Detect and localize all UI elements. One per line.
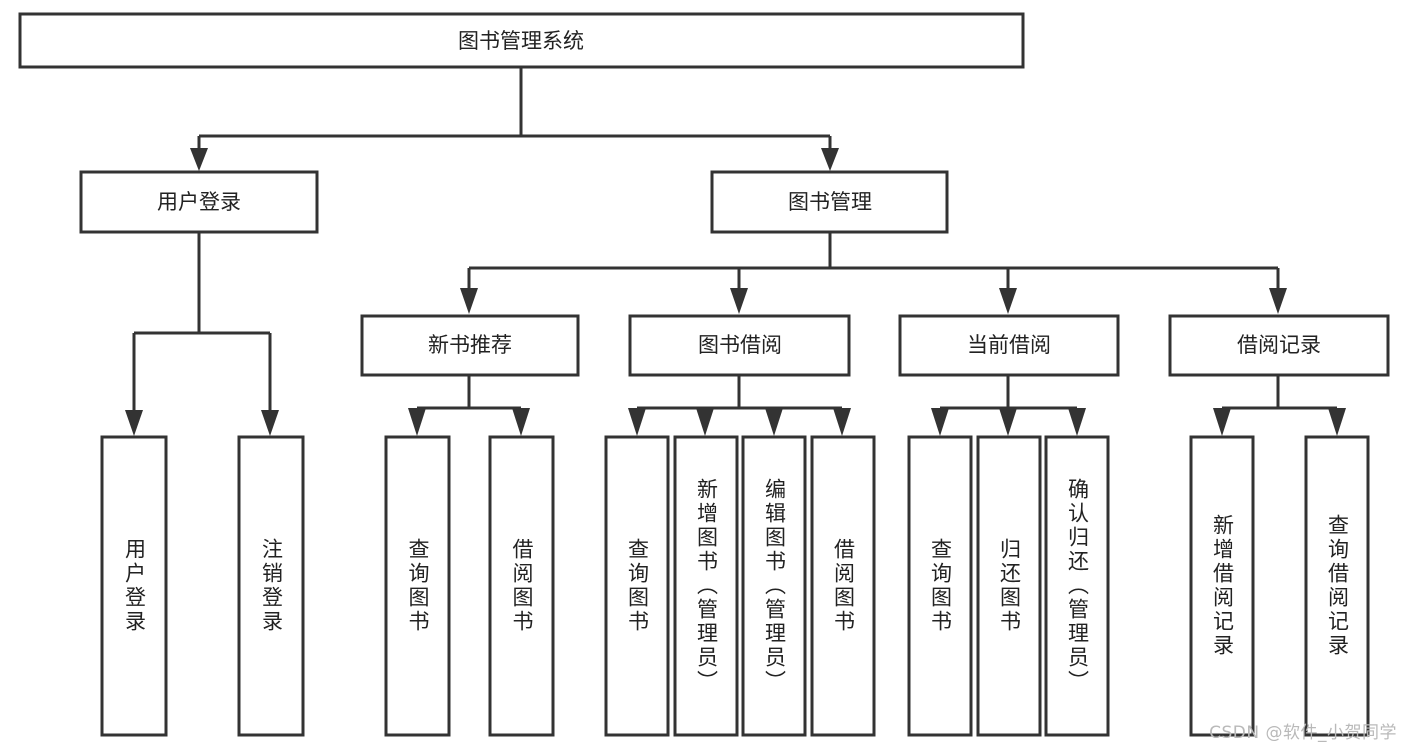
arrowhead-new-book bbox=[460, 288, 478, 314]
horizontal-label-group: 图书管理系统 用户登录 图书管理 新书推荐 图书借阅 当前借阅 借阅记录 bbox=[157, 29, 1321, 357]
label-user-login: 用户登录 bbox=[157, 190, 241, 214]
leaf-current-borrow-3[interactable] bbox=[1044, 435, 1110, 737]
node-user-login[interactable] bbox=[79, 170, 319, 234]
arrowhead-leaf-user-login bbox=[125, 410, 143, 436]
arrowhead-bookborrow-leaf-3 bbox=[765, 408, 783, 436]
node-book-borrow[interactable] bbox=[628, 314, 851, 377]
node-borrow-record[interactable] bbox=[1168, 314, 1390, 377]
leaf-new-book-2[interactable] bbox=[488, 435, 555, 737]
leaf-borrow-record-2[interactable] bbox=[1304, 435, 1370, 737]
leaf-new-book-1[interactable] bbox=[384, 435, 451, 737]
arrowhead-newbook-leaf-2 bbox=[512, 408, 530, 436]
arrowhead-borrow-record bbox=[1269, 288, 1287, 314]
label-borrow-record: 借阅记录 bbox=[1237, 333, 1321, 357]
arrowhead-user-login bbox=[190, 148, 208, 171]
arrowhead-bookborrow-leaf-4 bbox=[833, 408, 851, 436]
arrowhead-currentborrow-leaf-3 bbox=[1068, 408, 1086, 436]
arrowhead-bookborrow-leaf-2 bbox=[696, 408, 714, 436]
arrowhead-current-borrow bbox=[999, 288, 1017, 314]
leaf-book-borrow-3[interactable] bbox=[741, 435, 807, 737]
leaf-book-borrow-4[interactable] bbox=[810, 435, 876, 737]
arrowhead-currentborrow-leaf-1 bbox=[931, 408, 949, 436]
leaf-borrow-record-1[interactable] bbox=[1189, 435, 1255, 737]
label-new-book-recommend: 新书推荐 bbox=[428, 333, 512, 357]
node-root[interactable] bbox=[18, 12, 1025, 69]
arrowhead-newbook-leaf-1 bbox=[408, 408, 426, 436]
arrowhead-book-borrow bbox=[730, 288, 748, 314]
connector-group bbox=[125, 67, 1346, 436]
label-book-management: 图书管理 bbox=[788, 190, 872, 214]
arrowhead-currentborrow-leaf-2 bbox=[999, 408, 1017, 436]
node-book-management[interactable] bbox=[710, 170, 949, 234]
node-box-group bbox=[18, 12, 1390, 737]
label-root: 图书管理系统 bbox=[458, 29, 584, 53]
leaf-current-borrow-2[interactable] bbox=[976, 435, 1042, 737]
arrowhead-borrowrecord-leaf-1 bbox=[1213, 408, 1231, 436]
node-current-borrow[interactable] bbox=[898, 314, 1120, 377]
leaf-user-login-2[interactable] bbox=[237, 435, 305, 737]
leaf-current-borrow-1[interactable] bbox=[907, 435, 973, 737]
label-book-borrow: 图书借阅 bbox=[698, 333, 782, 357]
leaf-book-borrow-1[interactable] bbox=[604, 435, 670, 737]
leaf-user-login-1[interactable] bbox=[100, 435, 168, 737]
node-new-book-recommend[interactable] bbox=[360, 314, 580, 377]
watermark-text: CSDN @软件_小贺同学 bbox=[1209, 723, 1397, 743]
arrowhead-leaf-logout bbox=[261, 410, 279, 436]
leaf-book-borrow-2[interactable] bbox=[673, 435, 739, 737]
arrowhead-borrowrecord-leaf-2 bbox=[1328, 408, 1346, 436]
arrowhead-book-mgmt bbox=[821, 148, 839, 171]
label-current-borrow: 当前借阅 bbox=[967, 333, 1051, 357]
arrowhead-bookborrow-leaf-1 bbox=[628, 408, 646, 436]
